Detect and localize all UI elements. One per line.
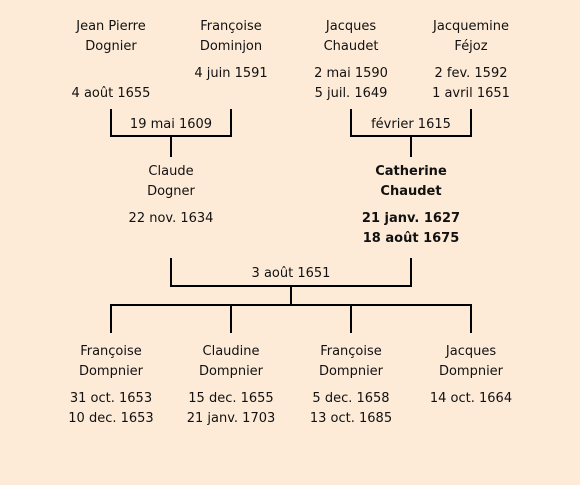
person-first-name: Françoise [200,19,262,34]
person-birth-date: 5 dec. 1658 [312,391,390,406]
person-first-name: Claudine [202,344,260,359]
person-last-name: Chaudet [323,39,379,54]
person-death-date: 21 janv. 1703 [186,411,276,426]
person-first-name: Françoise [320,344,382,359]
person-birth-date: 2 mai 1590 [314,66,388,81]
person-birth-date: 22 nov. 1634 [128,211,214,226]
person-death-date [396,409,546,429]
person-child-1: Françoise Dompnier 31 oct. 1653 10 dec. … [36,342,186,429]
marriage-date-maternal: février 1615 [371,117,451,132]
person-death-date: 10 dec. 1653 [68,411,154,426]
person-death-date [96,229,246,249]
person-last-name: Dompnier [78,364,144,379]
person-birth-date: 21 janv. 1627 [361,211,461,226]
person-last-name: Dominjon [199,39,263,54]
person-death-date: 13 oct. 1685 [309,411,393,426]
person-child-2: Claudine Dompnier 15 dec. 1655 21 janv. … [156,342,306,429]
person-last-name: Dompnier [438,364,504,379]
person-birth-date: 15 dec. 1655 [188,391,274,406]
person-last-name: Dogner [147,184,195,199]
person-first-name: Claude [148,164,194,179]
person-jacquemine-fejoz: Jacquemine Féjoz 2 fev. 1592 1 avril 165… [396,17,546,104]
person-first-name: Jacques [325,19,377,34]
person-first-name: Françoise [80,344,142,359]
marriage-date-parents: 3 août 1651 [251,266,331,281]
person-first-name: Jacquemine [433,19,509,34]
person-last-name: Chaudet [380,184,442,199]
person-jacques-chaudet: Jacques Chaudet 2 mai 1590 5 juil. 1649 [276,17,426,104]
person-catherine-chaudet: Catherine Chaudet 21 janv. 1627 18 août … [336,162,486,249]
person-last-name: Dognier [85,39,137,54]
person-francoise-dominjon: Françoise Dominjon 4 juin 1591 [156,17,306,104]
person-first-name: Jean Pierre [76,19,146,34]
person-claude-dogner: Claude Dogner 22 nov. 1634 [96,162,246,249]
person-death-date: 5 juil. 1649 [314,86,388,101]
person-last-name: Féjoz [454,39,488,54]
person-death-date: 4 août 1655 [71,86,151,101]
person-birth-date: 31 oct. 1653 [69,391,153,406]
person-last-name: Dompnier [318,364,384,379]
person-death-date: 18 août 1675 [362,231,460,246]
person-birth-date: 4 juin 1591 [194,66,268,81]
person-first-name: Jacques [445,344,497,359]
person-child-3: Françoise Dompnier 5 dec. 1658 13 oct. 1… [276,342,426,429]
person-birth-date: 14 oct. 1664 [429,391,513,406]
marriage-date-paternal: 19 mai 1609 [129,117,213,132]
person-last-name: Dompnier [198,364,264,379]
person-birth-date: 2 fev. 1592 [434,66,508,81]
person-death-date: 1 avril 1651 [432,86,510,101]
person-jean-pierre-dognier: Jean Pierre Dognier 4 août 1655 [36,17,186,104]
person-first-name: Catherine [375,164,447,179]
person-child-4: Jacques Dompnier 14 oct. 1664 [396,342,546,429]
